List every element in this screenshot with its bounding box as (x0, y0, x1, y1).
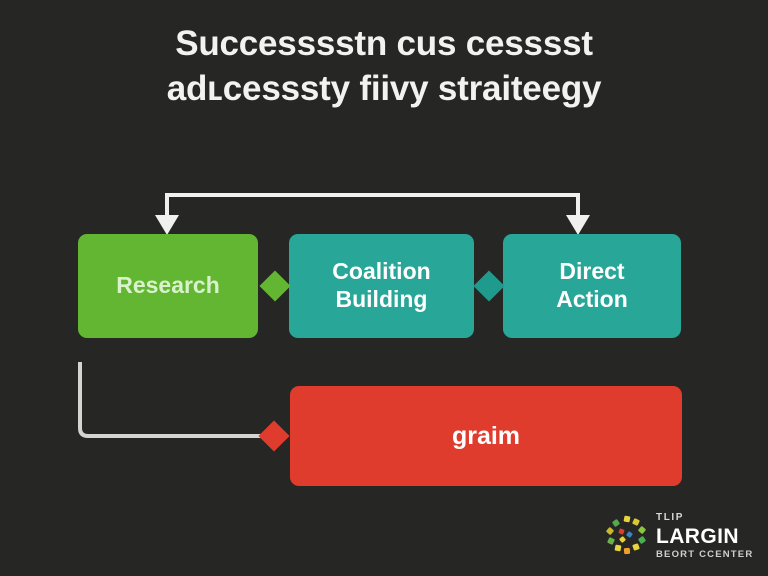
title-line-2: adʟcesssty fiivy straiteegy (166, 68, 602, 108)
top-bracket-path (165, 193, 580, 225)
flow-node-research[interactable]: Research (78, 234, 258, 338)
arrowhead-down-direct-action (566, 215, 590, 235)
flow-node-goal[interactable]: graim (290, 386, 682, 486)
logo-dots (606, 515, 646, 555)
flow-node-coalition-building[interactable]: Coalition Building (289, 234, 474, 338)
flow-node-direct-action[interactable]: Direct Action (503, 234, 681, 338)
diamond-connector-coalition-direct-action (473, 270, 505, 302)
flow-node-coalition-building-label: Coalition Building (332, 258, 431, 312)
title-line-1: Successsstn cus cesssst (175, 24, 593, 63)
flow-node-direct-action-label: Direct Action (556, 258, 628, 312)
flow-node-goal-label: graim (451, 422, 521, 450)
diamond-connector-goal (258, 420, 290, 452)
logo-dot-ring-icon (600, 510, 652, 562)
logo-dot-ring-svg (606, 515, 646, 555)
brand-logo: TLIP LARGIN BEORT CCENTER (600, 505, 760, 567)
logo-text-block: TLIP LARGIN BEORT CCENTER (656, 511, 754, 560)
flow-node-research-label: Research (116, 272, 220, 299)
page-title: Successsstn cus cesssst adʟcesssty fiivy… (0, 22, 768, 112)
bottom-elbow-path (78, 362, 264, 438)
diamond-connector-research-coalition (259, 270, 291, 302)
logo-line-2: LARGIN (656, 524, 739, 548)
logo-line-1: TLIP (656, 511, 685, 523)
logo-line-3: BEORT CCENTER (656, 548, 754, 560)
arrowhead-down-research (155, 215, 179, 235)
